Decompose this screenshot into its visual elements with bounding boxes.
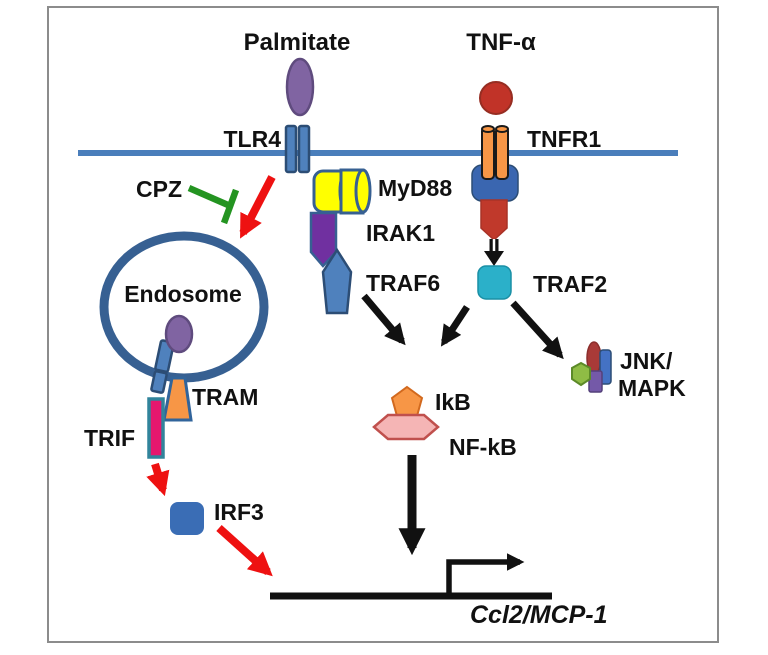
cpz-label: CPZ: [136, 176, 182, 202]
irf3-label: IRF3: [214, 499, 264, 525]
ikb-label: IkB: [435, 389, 471, 415]
arrow-traf2-to-jnk: [510, 300, 564, 360]
myd88-label: MyD88: [378, 175, 452, 201]
jnk-complex-green-subunit: [571, 361, 591, 387]
traf6-label: TRAF6: [366, 270, 440, 296]
tnfr1-death-domain-shape: [480, 199, 508, 242]
nfkb-label: NF-kB: [449, 434, 517, 460]
traf6-shape: [321, 247, 353, 315]
arrow-tlr4-to-endosome: [239, 175, 276, 239]
arrow-trif-to-irf3: [146, 462, 170, 497]
tram-shape: [162, 376, 193, 422]
tnfr1-cylinder-left-cap: [481, 125, 495, 133]
tnfr1-label: TNFR1: [527, 126, 601, 152]
palmitate-ligand-shape: [285, 57, 315, 117]
tnf-alpha-label: TNF-α: [466, 29, 536, 56]
cpz-inhibitor-tbar: [220, 188, 240, 225]
nfkb-shape: [372, 413, 440, 441]
tram-label: TRAM: [192, 384, 258, 410]
transcription-start-arrow: [446, 553, 525, 594]
tlr4-receptor-right-bar: [297, 124, 311, 174]
tlr4-receptor-left-bar: [284, 124, 298, 174]
jnk-complex-purple-subunit: [588, 370, 603, 393]
irak1-shape: [309, 211, 338, 268]
endosomal-receptor-lower-bar: [150, 370, 168, 394]
tnf-ligand-shape: [479, 81, 513, 115]
arrow-irf3-to-gene: [216, 525, 273, 577]
myd88-cylinder-right-cap: [354, 168, 372, 214]
cpz-inhibitor-line: [187, 185, 230, 208]
irf3-shape: [170, 502, 204, 535]
trif-shape: [147, 397, 165, 459]
arrow-traf2-to-nfkb: [440, 305, 470, 347]
tlr4-label: TLR4: [224, 126, 282, 152]
trif-label: TRIF: [84, 425, 135, 451]
irak1-label: IRAK1: [366, 220, 435, 246]
arrow-traf6-to-nfkb: [361, 293, 406, 346]
traf2-shape: [477, 265, 512, 300]
arrow-tnfr1-to-traf2-head: [484, 251, 504, 266]
tnfr1-cylinder-right: [495, 126, 509, 180]
endosomal-ligand-shape: [164, 314, 194, 354]
tnfr1-cylinder-right-cap: [495, 125, 509, 133]
tnfr1-cylinder-left: [481, 126, 495, 180]
gene-label: Ccl2/MCP-1: [470, 601, 608, 629]
traf2-label: TRAF2: [533, 271, 607, 297]
palmitate-label: Palmitate: [244, 29, 351, 56]
endosome-circle: [99, 231, 269, 383]
endosome-label: Endosome: [124, 281, 242, 307]
jnk-label: JNK/: [620, 348, 673, 374]
mapk-label: MAPK: [618, 375, 686, 401]
